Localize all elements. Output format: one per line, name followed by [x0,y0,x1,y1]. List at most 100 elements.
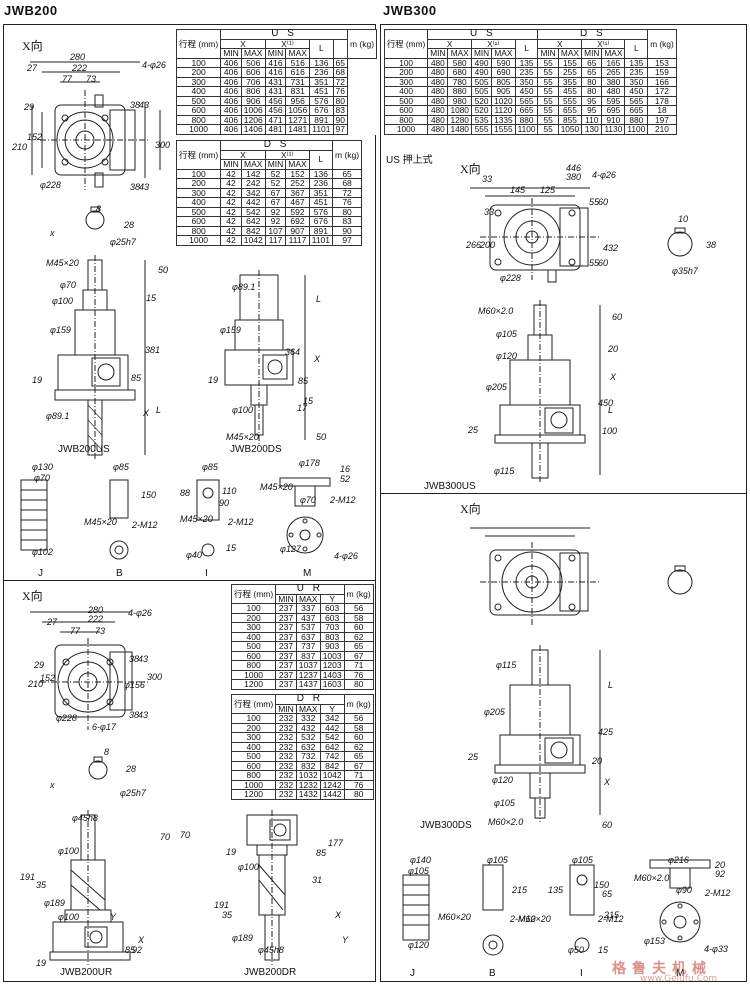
dimension-label: 52 [340,474,351,484]
table-cell: 1080 [447,105,472,116]
dimension-label: 222 [72,63,88,73]
dimension-label: 60 [598,197,609,207]
col-l: L [624,38,649,59]
caption-jwb200dr: JWB200DR [244,967,297,978]
table-cell: 555 [470,124,493,135]
col-max: MAX [491,48,516,59]
dimension-label: φ130 [32,462,53,472]
dimension-label: 19 [36,958,47,968]
dimension-label: 38 [129,654,140,664]
drawing-jwb300ds-top-view [470,527,600,625]
dimension-label: 43 [139,100,150,110]
dimension-label: 280 [88,605,104,615]
table-cell: 400 [175,197,222,208]
panel-jwb200-ur-dr [3,580,376,982]
dimension-label: 2-M12 [228,517,254,527]
drawing-jwb300-shaft-key [667,227,693,257]
dimension-label: 25 [468,425,479,435]
dimension-label: φ228 [500,273,521,283]
dimension-label: 8 [96,204,102,214]
col-min: MIN [537,48,559,59]
dimension-label: 35 [36,880,47,890]
dimension-label: 145 [510,185,526,195]
table-cell: 42 [220,197,242,208]
dimension-label: 150 [141,490,157,500]
dimension-label: 19 [226,847,237,857]
dimension-label: φ120 [496,351,517,361]
dimension-label: φ25h7 [110,237,136,247]
dimension-label: 50 [158,265,169,275]
x-direction-label: X向 [460,162,481,176]
dimension-label: φ216 [668,855,689,865]
mass-header: m (kg) [346,29,378,59]
dimension-label: L [608,680,614,690]
dimension-label: 364 [285,347,301,357]
dimension-label: φ228 [40,180,61,190]
dimension-label: 43 [138,654,149,664]
table-cell: 1555 [491,124,516,135]
dimension-label: 2-M12 [132,520,158,530]
table-cell: 467 [285,197,310,208]
table-cell: 265 [601,67,626,78]
dimension-label: M60×20 [518,914,551,924]
table-cell: 1000 [383,124,429,135]
dimension-label: φ140 [410,855,431,865]
x-arrow-label: x [50,780,55,790]
table-cell: 1042 [319,770,345,781]
dimension-label: φ45h8 [72,813,98,823]
dimension-label: φ115 [494,466,515,476]
dimension-label: φ70 [300,495,316,505]
drawing-jwb200-top-view [30,61,161,230]
table-cell: 1050 [557,124,583,135]
table-cell: 1437 [295,679,321,690]
table-cell: 1056 [285,105,311,116]
table-cell: 56 [343,713,374,724]
dimension-label: 152 [27,132,43,142]
table-cell: 68 [331,178,363,189]
dimension-label: M45×20 [226,432,259,442]
table-cell: 665 [514,105,539,116]
dimension-label: φ205 [484,707,505,717]
dimension-label: X [143,408,150,418]
dimension-label: 425 [598,727,614,737]
dimension-label: 33 [484,207,495,217]
dimension-label: φ120 [408,940,429,950]
caption-accessory-m: M [676,968,685,979]
table-cell: 703 [319,622,345,633]
table-cell: 500 [230,641,277,652]
table-cell: 232 [275,713,297,724]
col-max: MAX [285,48,311,59]
table-cell: 737 [295,641,321,652]
table-cell: 1432 [295,789,321,800]
dimension-label: φ100 [52,296,73,306]
stroke-header: 行程 (mm) [230,694,277,714]
table-cell: 97 [331,235,363,246]
table-cell: 505 [470,86,493,97]
dimension-label: 266 [466,240,482,250]
drawing-jwb300-shaft-key [667,565,693,595]
dimension-label: φ100 [238,862,259,872]
drawing-jwb300us-top-view [470,187,600,283]
table-cell: 1032 [295,770,321,781]
dimension-label: φ25h7 [120,788,146,798]
dimension-label: L [608,405,614,415]
table-cell: 416 [264,67,287,78]
watermark-logo: 格鲁夫机械 [612,961,712,977]
table-cell: 905 [491,86,516,97]
drawing-jwb200us-side [54,255,146,460]
table-cell: 676 [309,105,334,116]
table-cell: 1100 [514,124,539,135]
drawing-jwb200-accessories [20,477,331,560]
table-cell: 1117 [285,235,310,246]
dimension-label: 38 [129,710,140,720]
